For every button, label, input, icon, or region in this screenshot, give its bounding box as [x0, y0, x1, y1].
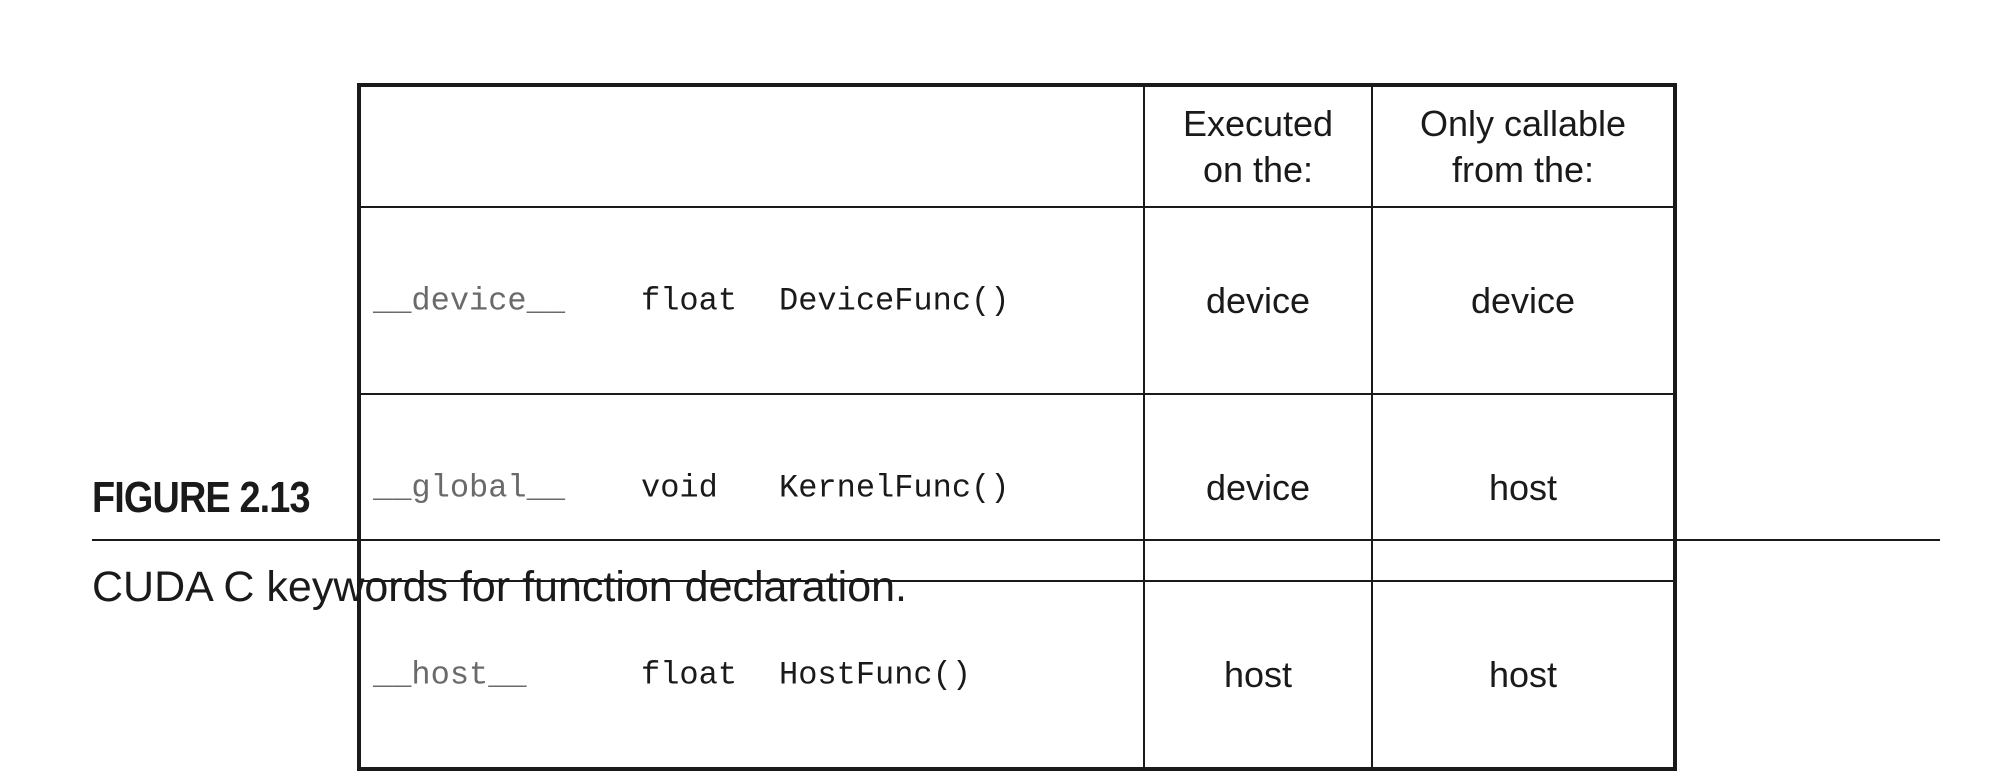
header-executed-on-line-1: Executed: [1182, 102, 1334, 144]
header-callable-from-line-2: from the:: [1451, 148, 1595, 190]
header-callable-from-line-1: Only callable: [1419, 102, 1627, 144]
return-type: void: [641, 469, 718, 506]
function-name: HostFunc(): [779, 656, 972, 693]
function-name: DeviceFunc(): [779, 282, 1010, 319]
header-declaration: [358, 84, 1145, 208]
callable-from-cell: host: [1371, 580, 1676, 770]
header-executed-on: Executed on the:: [1143, 84, 1373, 208]
table-header-row: Executed on the: Only callable from the:: [358, 84, 1676, 208]
figure-caption: CUDA C keywords for function declaration…: [92, 563, 907, 611]
callable-from-cell: device: [1371, 206, 1676, 395]
header-callable-from: Only callable from the:: [1371, 84, 1676, 208]
declaration-cell: __global__ void KernelFunc(): [358, 393, 1145, 582]
table-row: __device__ float DeviceFunc() device dev…: [358, 206, 1676, 395]
keyword: __host__: [373, 656, 527, 693]
return-type: float: [641, 656, 738, 693]
callable-from-cell: host: [1371, 393, 1676, 582]
keyword: __device__: [373, 282, 566, 319]
declaration-cell: __device__ float DeviceFunc(): [358, 206, 1145, 395]
table-row: __global__ void KernelFunc() device host: [358, 393, 1676, 582]
header-executed-on-line-2: on the:: [1202, 148, 1314, 190]
figure-label: FIGURE 2.13: [92, 473, 311, 522]
keywords-table: Executed on the: Only callable from the:…: [357, 83, 1677, 771]
executed-on-cell: device: [1143, 206, 1373, 395]
divider: [92, 539, 1940, 541]
executed-on-cell: host: [1143, 580, 1373, 770]
return-type: float: [641, 282, 738, 319]
keyword: __global__: [373, 469, 566, 506]
function-name: KernelFunc(): [779, 469, 1010, 506]
executed-on-cell: device: [1143, 393, 1373, 582]
